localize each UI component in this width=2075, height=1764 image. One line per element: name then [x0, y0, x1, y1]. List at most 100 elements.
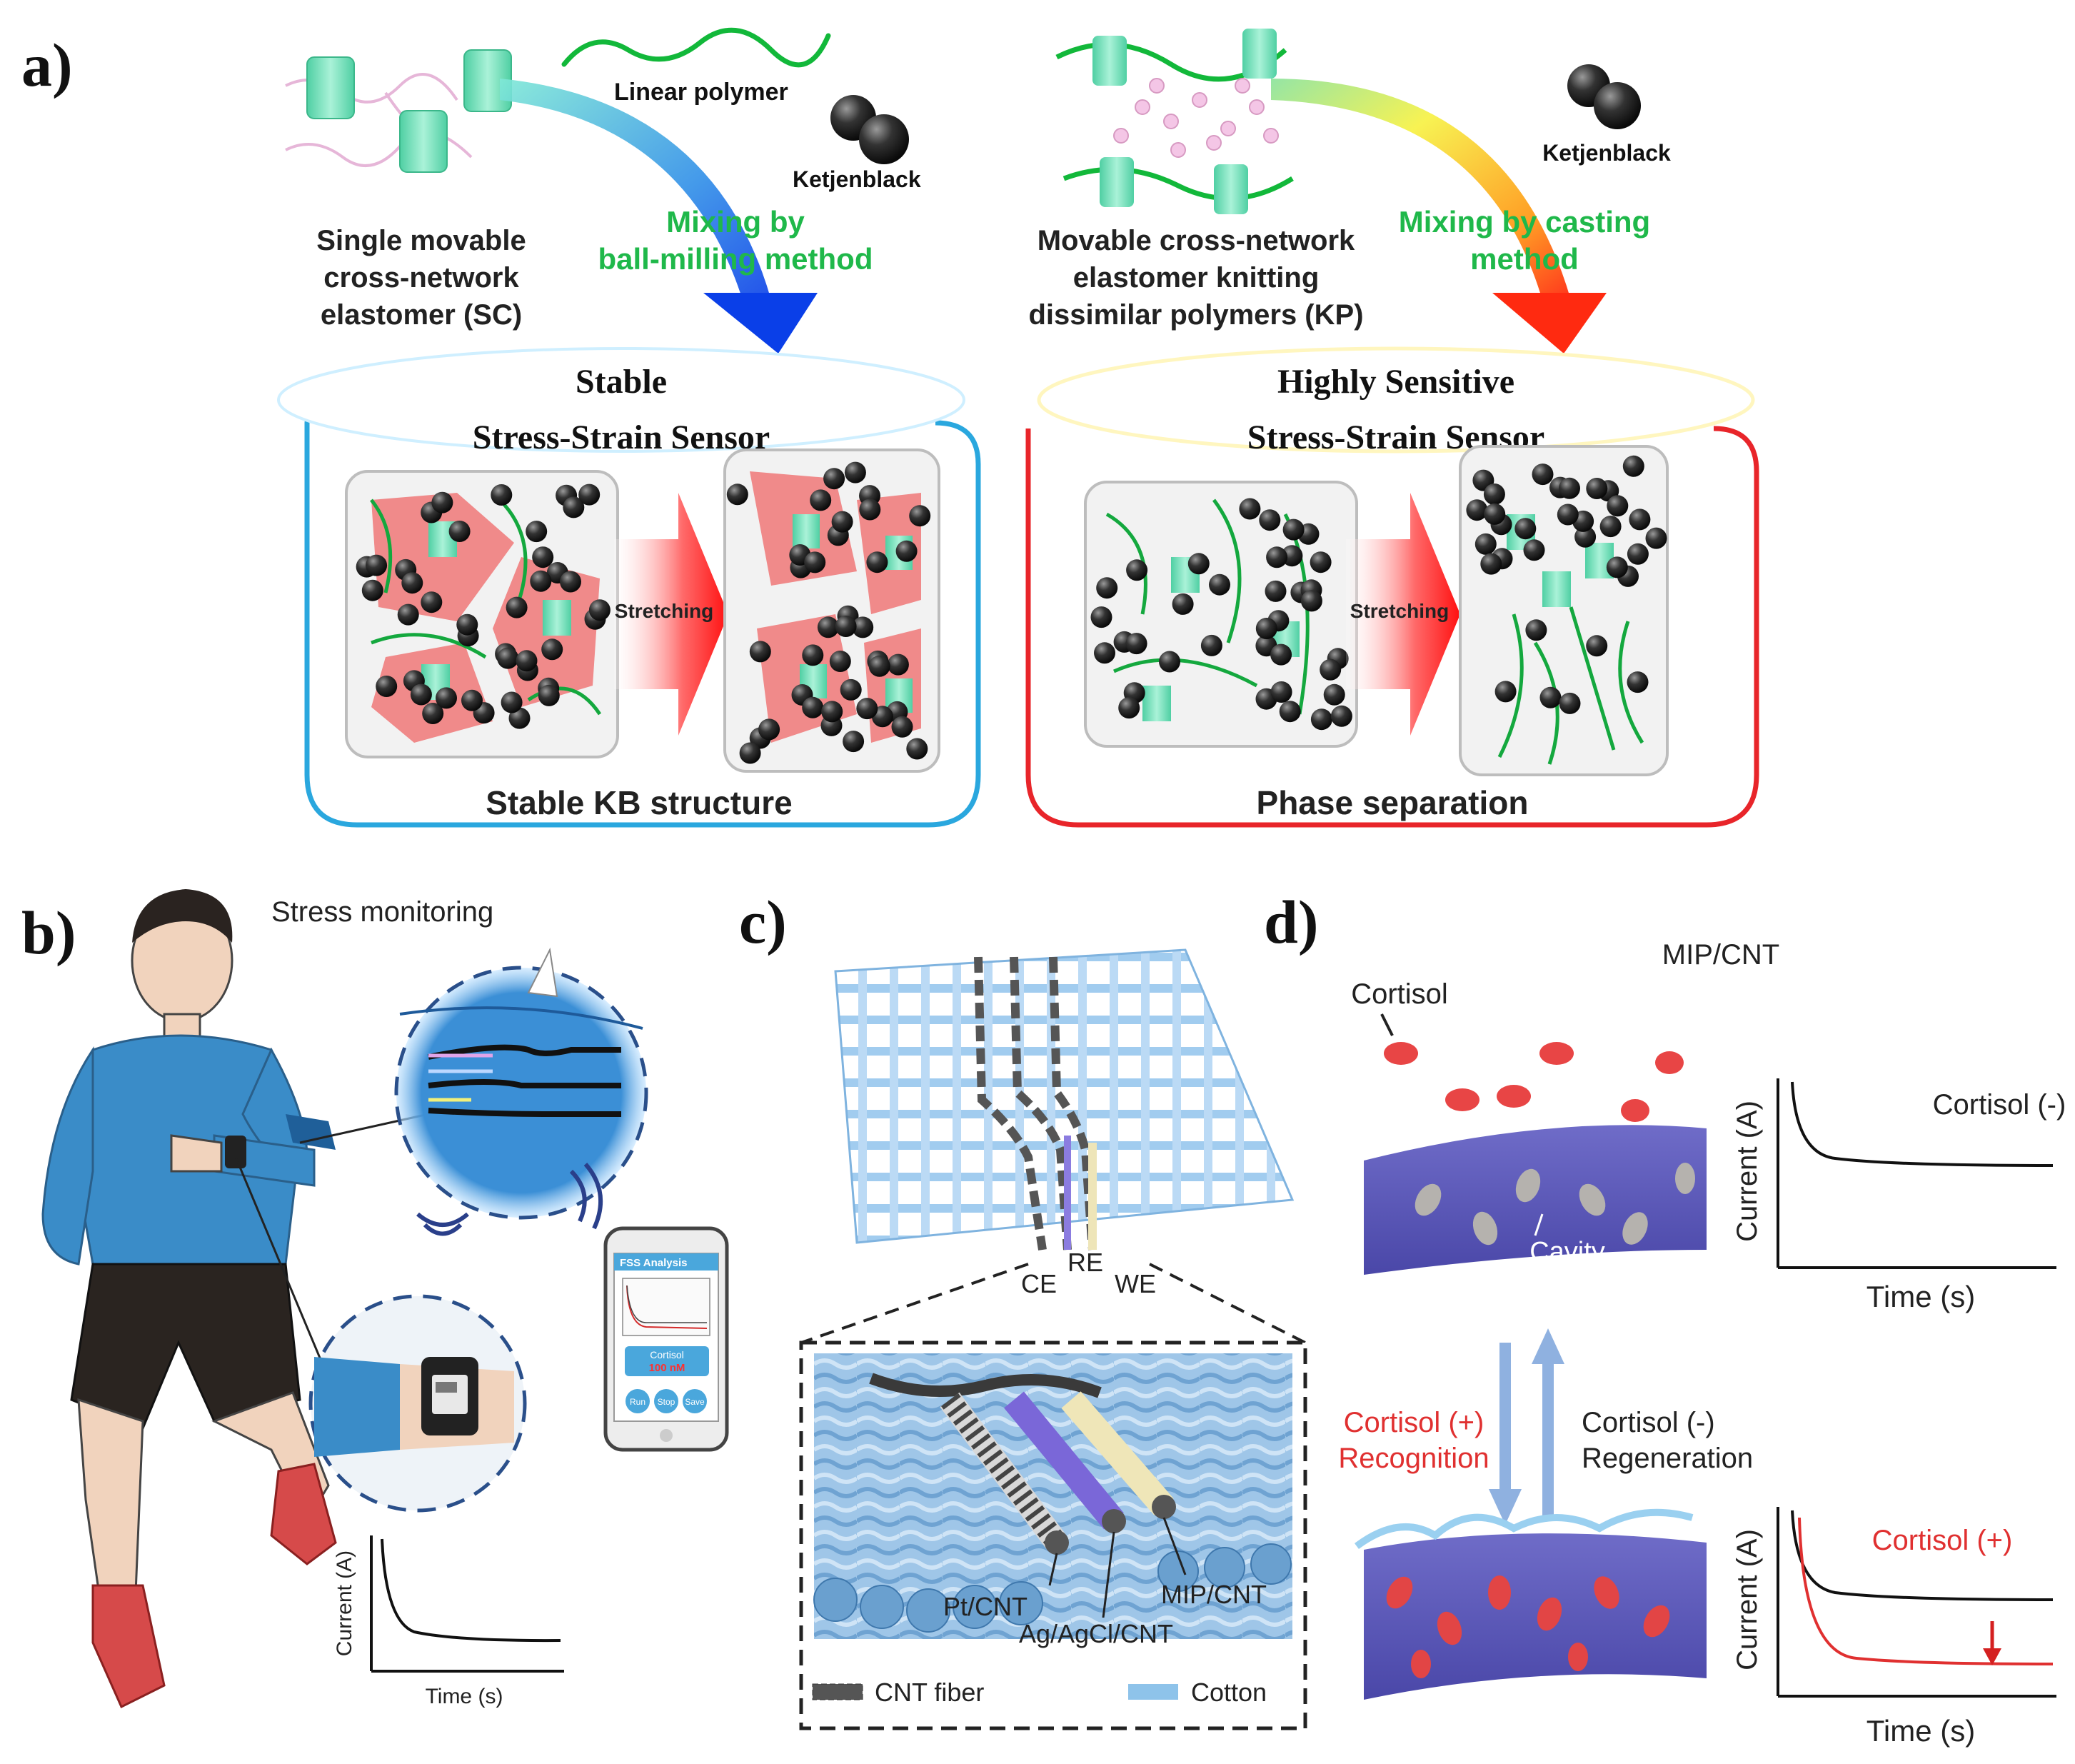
ketjenblack-particle — [1480, 553, 1502, 575]
plot-top-legend: Cortisol (-) — [1933, 1089, 2066, 1121]
stable-sensor-title-oval — [277, 347, 965, 453]
panel-c: c) CE RE WE — [739, 888, 1307, 1730]
ketjenblack-particle — [431, 491, 453, 513]
ketjenblack-particle — [1270, 643, 1292, 666]
plot-top-xlabel: Time (s) — [1867, 1280, 1975, 1313]
ketjenblack-icon — [1567, 64, 1641, 129]
ketjenblack-particle — [1559, 692, 1581, 714]
ketjenblack-particle — [1239, 498, 1261, 520]
kp-elastomer-label-line1: Movable cross-network — [1038, 225, 1355, 256]
regeneration-label-line2: Regeneration — [1582, 1443, 1753, 1474]
ketjenblack-particle — [1599, 516, 1622, 538]
ketjenblack-particle — [844, 461, 866, 483]
ketjenblack-particle — [578, 483, 601, 506]
ketjenblack-particle — [491, 484, 513, 506]
arm-sensor-zoom — [394, 947, 648, 1220]
ketjenblack-particle — [1574, 526, 1597, 548]
ketjenblack-particle — [1270, 681, 1292, 703]
ketjenblack-particle — [1525, 619, 1547, 641]
app-stop-button[interactable]: Stop — [654, 1389, 678, 1413]
ketjenblack-particle — [436, 687, 457, 709]
ketjenblack-particle — [1187, 553, 1210, 575]
ketjenblack-particle — [1523, 539, 1545, 561]
panel-d-label: d) — [1264, 888, 1318, 956]
app-run-button[interactable]: Run — [625, 1389, 650, 1413]
ketjenblack-particle — [1118, 697, 1140, 719]
ketjenblack-particle — [1265, 580, 1287, 602]
legend-cnt-fiber: CNT fiber — [812, 1678, 984, 1707]
ball-milling-label-line2: ball-milling method — [598, 242, 873, 276]
regeneration-label-line1: Cortisol (-) — [1582, 1407, 1715, 1438]
ketjenblack-particle — [1266, 546, 1288, 568]
ketjenblack-particle — [1330, 705, 1352, 727]
ketjenblack-particle — [823, 468, 845, 490]
ketjenblack-particle — [866, 551, 888, 573]
sc-molecule-illustration — [285, 49, 512, 173]
ketjenblack-particle — [1209, 573, 1230, 596]
ketjenblack-particle — [887, 653, 909, 676]
ketjenblack-particle — [1126, 559, 1148, 581]
current-curve-without-cortisol — [1791, 1510, 2054, 1601]
cortisol-molecules — [1384, 1042, 1684, 1122]
ketjenblack-particle — [843, 731, 865, 753]
app-cortisol-label: Cortisol — [650, 1349, 683, 1360]
ketjenblack-particle — [421, 591, 443, 613]
electrode-re-label: RE — [1067, 1248, 1103, 1277]
ketjenblack-particle — [1474, 533, 1497, 555]
ketjenblack-particles — [356, 483, 611, 729]
ketjenblack-particle — [835, 616, 857, 637]
sc-elastomer-label-line3: elastomer (SC) — [321, 299, 522, 331]
ketjenblack-particle — [1557, 503, 1579, 526]
ketjenblack-particle — [532, 546, 554, 568]
sc-network-unstretched — [345, 470, 619, 758]
current-curve-without-cortisol — [1791, 1081, 2054, 1167]
recognition-label-line1: Cortisol (+) — [1344, 1407, 1484, 1438]
stable-sensor-title-line2: Stress-Strain Sensor — [473, 419, 770, 456]
ketjenblack-particle — [560, 571, 581, 593]
ketjenblack-particle — [541, 638, 563, 661]
ketjenblack-particle — [1200, 634, 1222, 656]
ketjenblack-particle — [1629, 508, 1651, 531]
pt-cnt-label: Pt/CNT — [943, 1592, 1028, 1621]
ketjenblack-particle — [397, 603, 419, 626]
ketjenblack-particle — [1494, 681, 1517, 703]
ketjenblack-particle — [1090, 606, 1112, 628]
app-save-button[interactable]: Save — [683, 1389, 707, 1413]
plot-bottom-xlabel: Time (s) — [1867, 1714, 1975, 1748]
stable-sensor-title-line1: Stable — [576, 363, 667, 401]
ketjenblack-particle — [376, 676, 398, 697]
panel-b-ylabel: Current (A) — [333, 1550, 356, 1656]
ketjenblack-icon — [830, 95, 909, 164]
ketjenblack-particle — [758, 718, 780, 741]
app-save-label: Save — [685, 1397, 705, 1407]
ketjenblack-particle — [1627, 543, 1649, 565]
ketjenblack-particle — [1606, 556, 1628, 578]
legend-cotton: Cotton — [1128, 1678, 1267, 1707]
kp-network-stretched — [1459, 445, 1669, 776]
mip-cnt-title: MIP/CNT — [1662, 939, 1779, 971]
mip-layer-empty — [1364, 1125, 1707, 1275]
panel-b-current-plot: Current (A) Time (s) — [333, 1535, 564, 1708]
cavity-label: Cavity — [1529, 1237, 1605, 1267]
ketjenblack-particle — [840, 678, 862, 701]
panel-a-label: a) — [21, 31, 73, 99]
ketjenblack-particle — [1096, 577, 1118, 599]
ketjenblack-particle — [1645, 527, 1667, 549]
ketjenblack-particle — [1559, 477, 1580, 499]
ketjenblack-particle — [1483, 483, 1505, 505]
casting-label-line2: method — [1470, 242, 1579, 276]
ketjenblack-particle — [895, 540, 918, 562]
sc-elastomer-label-line2: cross-network — [323, 262, 519, 294]
stress-monitoring-title: Stress monitoring — [271, 896, 493, 928]
sensitive-sensor-title-line1: Highly Sensitive — [1277, 363, 1514, 401]
plot-bottom-legend: Cortisol (+) — [1872, 1525, 2013, 1556]
panel-d-top-plot: Cortisol (-) Current (A) Time (s) — [1732, 1078, 2066, 1313]
kp-elastomer-label-line2: elastomer knitting — [1073, 262, 1320, 294]
legend-cotton-label: Cotton — [1191, 1678, 1267, 1707]
sensitive-sensor-frame — [1025, 426, 1759, 828]
app-header-text: FSS Analysis — [620, 1257, 687, 1269]
ketjenblack-particle — [461, 689, 483, 711]
mip-cnt-label: MIP/CNT — [1161, 1580, 1267, 1609]
recognition-label-line2: Recognition — [1338, 1443, 1489, 1474]
